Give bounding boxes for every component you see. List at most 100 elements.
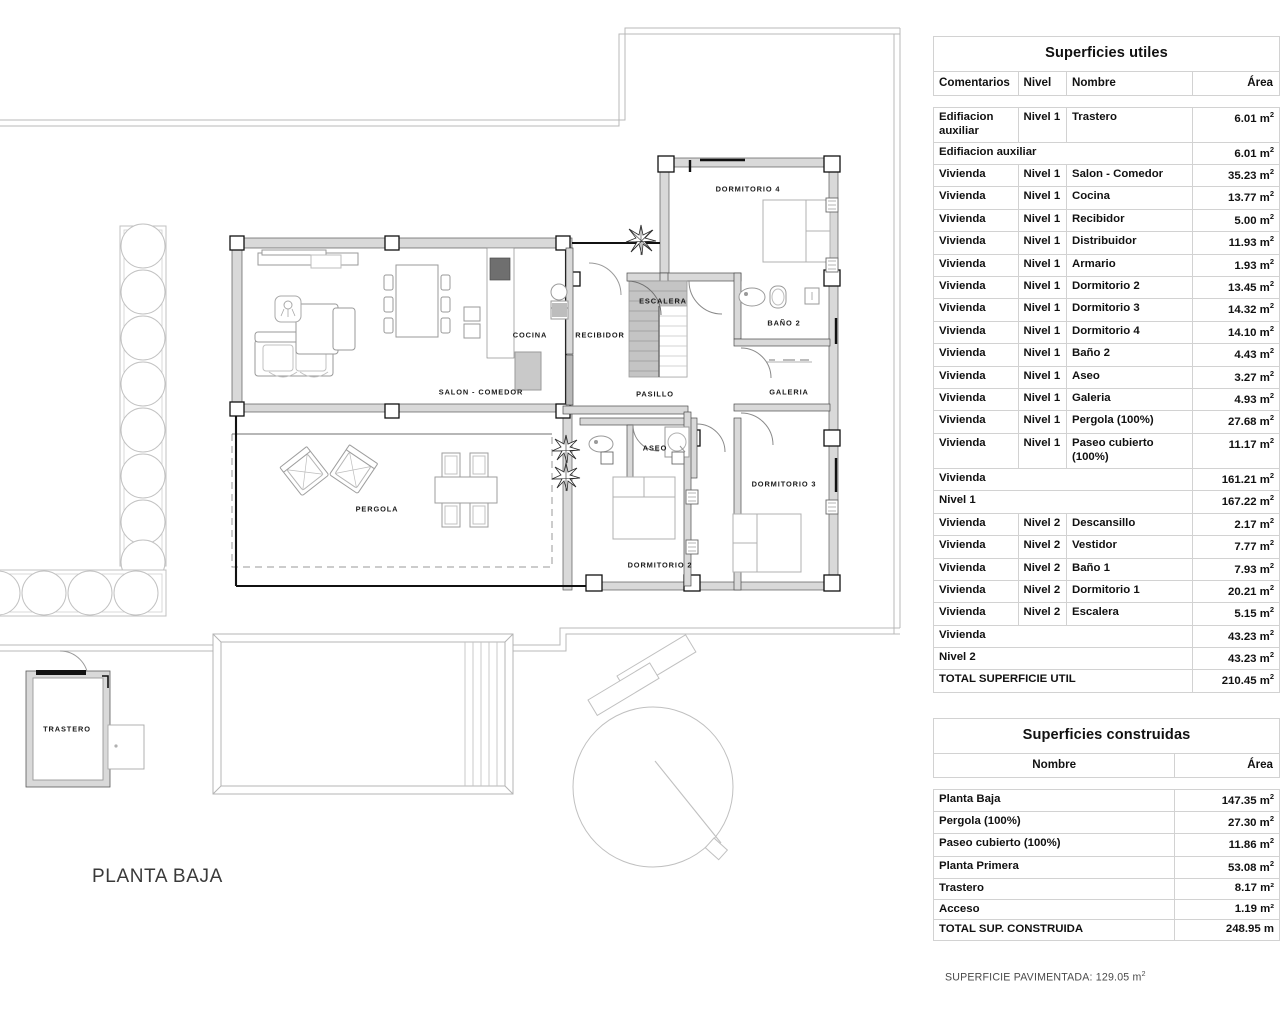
cell-area: 14.10 m2 xyxy=(1192,320,1280,345)
cell-area: 4.43 m2 xyxy=(1192,343,1280,367)
cell-nombre: Recibidor xyxy=(1065,208,1194,233)
column-header-nombre[interactable]: Nombre xyxy=(932,752,1176,778)
cell-summary-label: Nivel 1 xyxy=(932,490,1194,514)
table-title-row: Superficies utiles xyxy=(933,36,1280,72)
cell-comentarios: Vivienda xyxy=(933,231,1019,255)
room-label-galeria: GALERIA xyxy=(769,387,809,397)
cell-area: 5.00 m2 xyxy=(1192,208,1280,233)
cell-comentarios: Vivienda xyxy=(933,276,1019,300)
cell-area: 248.95 m xyxy=(1174,919,1280,941)
cell-nombre: Planta Primera xyxy=(932,855,1176,880)
cell-area: 27.30 m2 xyxy=(1174,810,1280,835)
salon-tv-unit xyxy=(257,249,359,269)
column-header--rea[interactable]: Área xyxy=(1192,70,1280,96)
bed-dormitorio-4 xyxy=(762,199,831,263)
cell-area: 167.22 m2 xyxy=(1192,490,1280,514)
table-row[interactable]: Pergola (100%)27.30 m2 xyxy=(932,810,1280,835)
cell-comentarios: Vivienda xyxy=(933,535,1019,559)
cell-nivel: Nivel 2 xyxy=(1017,579,1067,604)
bed-dormitorio-3 xyxy=(732,513,802,573)
cell-nivel: Nivel 1 xyxy=(1017,231,1067,255)
cell-summary-label: Vivienda xyxy=(932,624,1194,649)
cell-nivel: Nivel 2 xyxy=(1017,557,1067,581)
table-row[interactable]: Paseo cubierto (100%)11.86 m2 xyxy=(932,833,1280,857)
cell-comentarios: Vivienda xyxy=(933,410,1019,434)
trastero-building xyxy=(25,670,145,788)
cell-nivel: Nivel 2 xyxy=(1017,535,1067,559)
page-title: PLANTA BAJA xyxy=(92,866,223,887)
table-spacer-row xyxy=(933,94,1280,108)
driveway-circle xyxy=(572,634,734,868)
cell-area: 13.45 m2 xyxy=(1192,276,1280,300)
cell-area: 13.77 m2 xyxy=(1192,186,1280,210)
cell-nivel: Nivel 1 xyxy=(1017,208,1067,233)
cell-nombre: Descansillo xyxy=(1065,512,1194,537)
room-label-bano-2: BAÑO 2 xyxy=(767,318,801,328)
column-header-nivel[interactable]: Nivel xyxy=(1017,70,1067,96)
column-header-nombre[interactable]: Nombre xyxy=(1065,70,1194,96)
column-header--rea[interactable]: Área xyxy=(1174,752,1280,778)
cell-nombre: Pergola (100%) xyxy=(932,810,1176,835)
pergola-dining-set xyxy=(434,452,498,528)
table-title-row: Superficies construidas xyxy=(933,718,1280,754)
cell-nivel: Nivel 1 xyxy=(1017,106,1067,143)
cell-nivel: Nivel 1 xyxy=(1017,298,1067,322)
cell-comentarios: Vivienda xyxy=(933,253,1019,278)
cell-area: 53.08 m2 xyxy=(1174,855,1280,880)
cell-nombre: Acceso xyxy=(932,898,1176,921)
cell-comentarios: Vivienda xyxy=(933,186,1019,210)
cell-area: 35.23 m2 xyxy=(1192,164,1280,188)
room-label-salon-comedor: SALON - COMEDOR xyxy=(438,387,524,397)
room-label-cocina: COCINA xyxy=(512,330,548,340)
plant-aseo-lower xyxy=(551,462,581,492)
plant-aseo-upper xyxy=(551,434,581,464)
cell-area: 161.21 m2 xyxy=(1192,467,1280,492)
structural-columns xyxy=(229,155,841,592)
tree-planter-horizontal xyxy=(0,569,167,617)
cell-area: 147.35 m2 xyxy=(1174,788,1280,812)
cell-comentarios: Edifiacion auxiliar xyxy=(933,106,1019,143)
column-header-comentarios[interactable]: Comentarios xyxy=(933,70,1019,96)
salon-rug-icon xyxy=(274,295,302,323)
room-label-escalera: ESCALERA xyxy=(639,296,687,306)
cell-comentarios: Vivienda xyxy=(933,557,1019,581)
tree-planter-vertical xyxy=(119,223,167,585)
cell-nombre: Baño 1 xyxy=(1065,557,1194,581)
cell-nombre: Armario xyxy=(1065,253,1194,278)
